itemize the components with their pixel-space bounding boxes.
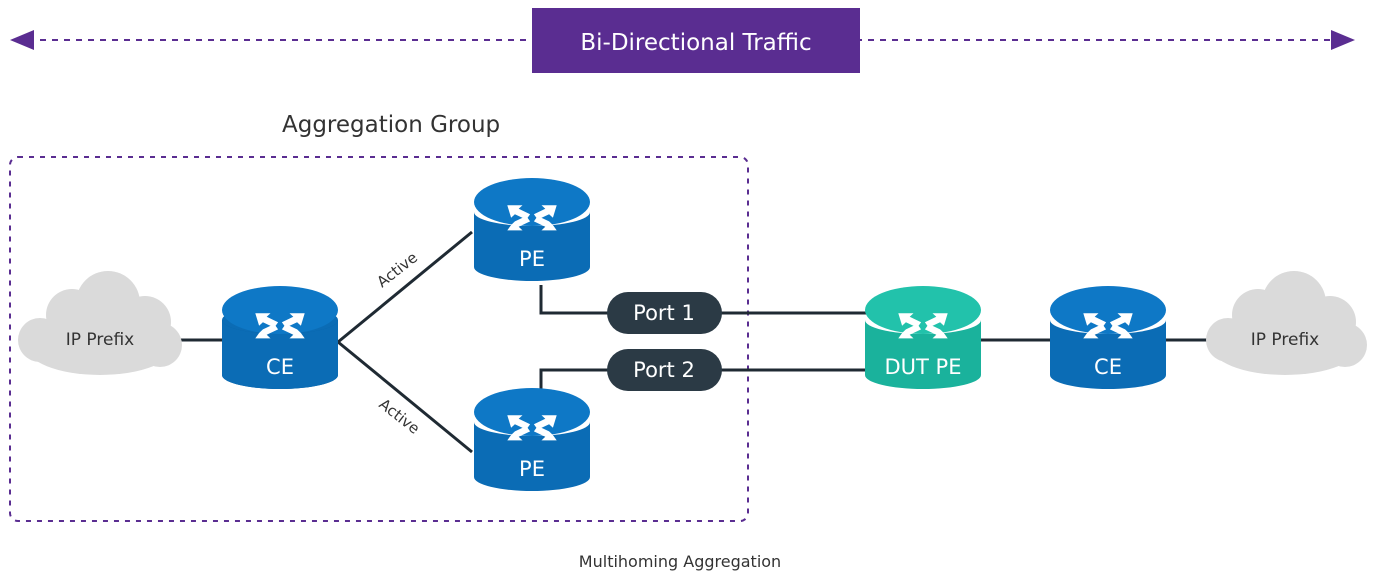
arrow-right-head-icon [1331, 30, 1355, 50]
router-ce-right-icon [1050, 286, 1166, 389]
port-1: Port 1 [607, 292, 722, 334]
router-dut-pe-icon [865, 286, 981, 389]
banner-label: Bi-Directional Traffic [580, 30, 811, 56]
active-label-top: Active [373, 248, 421, 291]
port-2-label: Port 2 [633, 358, 695, 382]
link-pe-top-dut [539, 285, 866, 315]
router-ce-right-label: CE [1094, 355, 1122, 379]
arrow-left-head-icon [10, 30, 34, 50]
router-pe-bottom-icon [474, 388, 590, 491]
cloud-left-icon [18, 271, 182, 375]
cloud-right-label: IP Prefix [1251, 330, 1319, 350]
group-title: Aggregation Group [282, 112, 500, 138]
router-pe-bottom-label: PE [519, 457, 545, 481]
link-ce-pe-top [337, 230, 473, 344]
cloud-left-label: IP Prefix [66, 330, 134, 350]
router-pe-top-label: PE [519, 247, 545, 271]
active-label-bottom: Active [376, 395, 424, 438]
port-2: Port 2 [607, 349, 722, 391]
router-ce-left-label: CE [266, 355, 294, 379]
link-ce-pe-bottom [337, 340, 473, 454]
router-ce-left-icon [222, 286, 338, 389]
cloud-right-icon [1206, 271, 1367, 375]
router-pe-top-icon [474, 178, 590, 281]
port-1-label: Port 1 [633, 301, 695, 325]
diagram-caption: Multihoming Aggregation [579, 552, 781, 571]
router-dut-pe-label: DUT PE [885, 355, 962, 379]
bidirectional-arrow [10, 30, 1355, 50]
links [180, 230, 1212, 454]
banner-box [532, 8, 860, 73]
aggregation-group-box [9, 156, 749, 522]
